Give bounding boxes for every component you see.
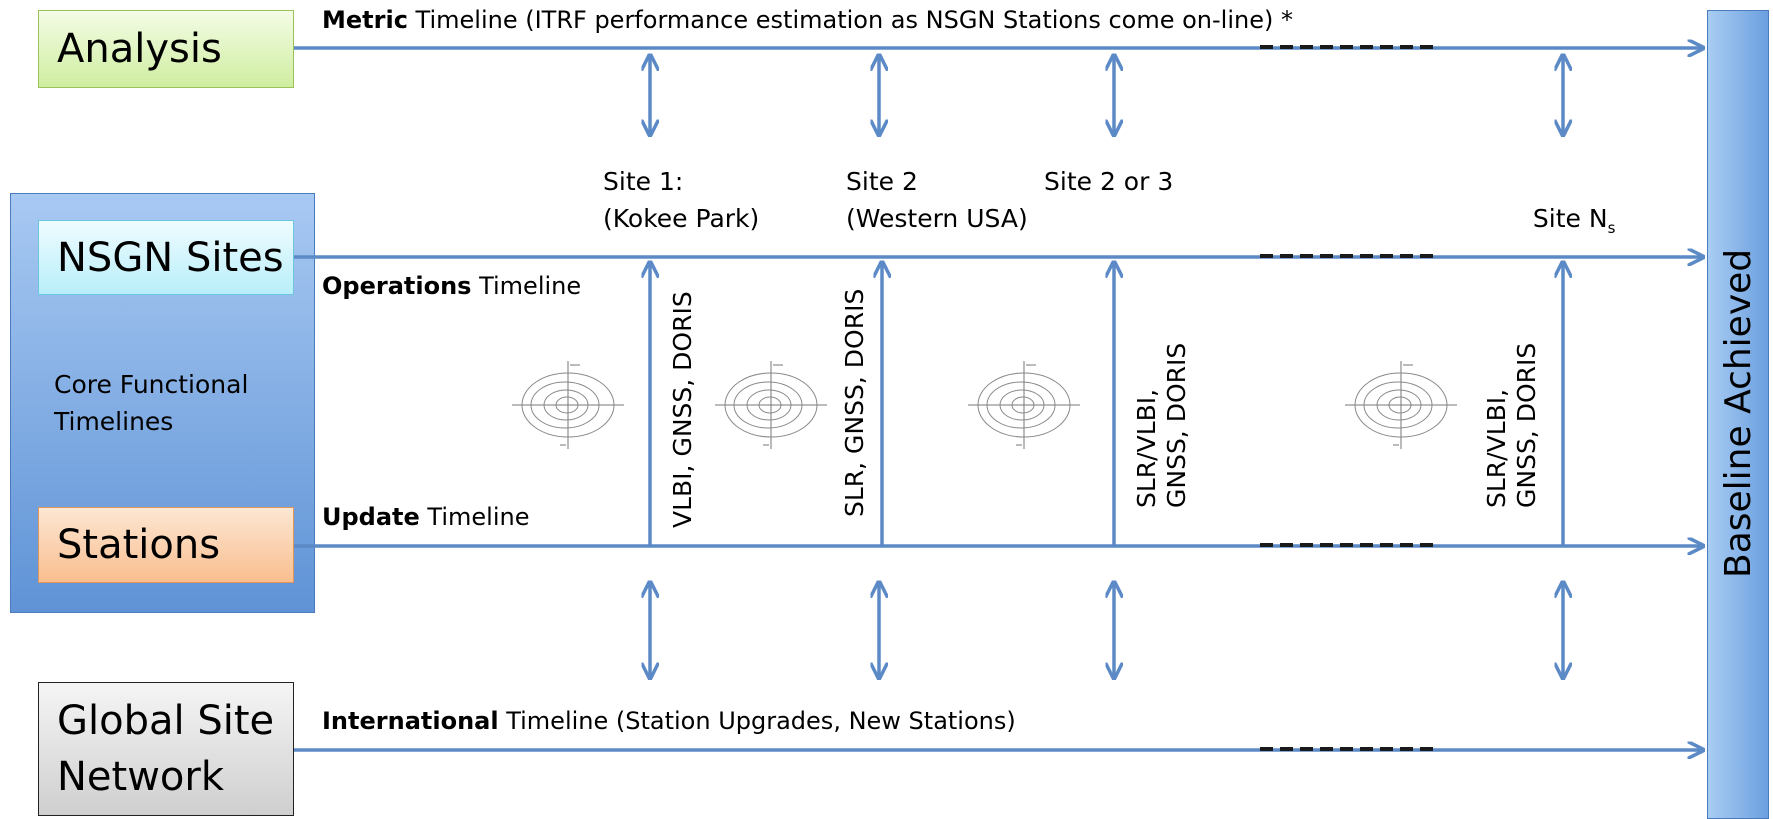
site-n-label: Site Ns — [1517, 163, 1615, 247]
stations-box: Stations — [38, 507, 294, 583]
global-line1: Global Site — [57, 698, 275, 744]
operations-rest: Timeline — [471, 272, 582, 300]
baseline-achieved-bar — [1707, 10, 1769, 819]
technique-label-1: VLBI, GNSS, DORIS — [668, 291, 697, 528]
international-bold: International — [322, 707, 499, 735]
spiral-target-icon — [511, 360, 625, 450]
global-line2: Network — [57, 754, 225, 800]
core-functional-label: Core Functional Timelines — [54, 366, 248, 440]
core-line2: Timelines — [54, 407, 174, 436]
spiral-target-icon — [714, 360, 828, 450]
metric-bold: Metric — [322, 6, 408, 34]
update-bold: Update — [322, 503, 420, 531]
site-3-label: Site 2 or 3 — [1044, 167, 1174, 196]
site-n-main: Site N — [1532, 204, 1608, 233]
operations-bold: Operations — [322, 272, 472, 300]
update-timeline-label: Update Timeline — [322, 503, 529, 531]
spiral-target-icon — [1344, 360, 1458, 450]
international-timeline-label: International Timeline (Station Upgrades… — [322, 707, 1016, 735]
technique-label-2: SLR, GNSS, DORIS — [840, 288, 869, 517]
international-rest: Timeline (Station Upgrades, New Stations… — [498, 707, 1016, 735]
nsgn-sites-label: NSGN Sites — [57, 234, 284, 281]
analysis-label: Analysis — [57, 26, 222, 72]
analysis-box: Analysis — [38, 10, 294, 88]
spiral-target-icon — [967, 360, 1081, 450]
nsgn-sites-box: NSGN Sites — [38, 220, 294, 295]
site-n-subscript: s — [1607, 219, 1616, 237]
metric-rest: Timeline (ITRF performance estimation as… — [407, 6, 1293, 34]
metric-timeline-label: Metric Timeline (ITRF performance estima… — [322, 6, 1293, 34]
site-1-label: Site 1: (Kokee Park) — [603, 167, 760, 233]
global-site-network-box: Global Site Network — [38, 682, 294, 816]
technique-label-3: SLR/VLBI, GNSS, DORIS — [1132, 342, 1191, 508]
operations-timeline-label: Operations Timeline — [322, 272, 581, 300]
update-rest: Timeline — [419, 503, 530, 531]
site-2-label: Site 2 (Western USA) — [846, 167, 1028, 233]
stations-label: Stations — [57, 522, 221, 568]
technique-label-4: SLR/VLBI, GNSS, DORIS — [1482, 342, 1541, 508]
core-line1: Core Functional — [54, 370, 249, 399]
